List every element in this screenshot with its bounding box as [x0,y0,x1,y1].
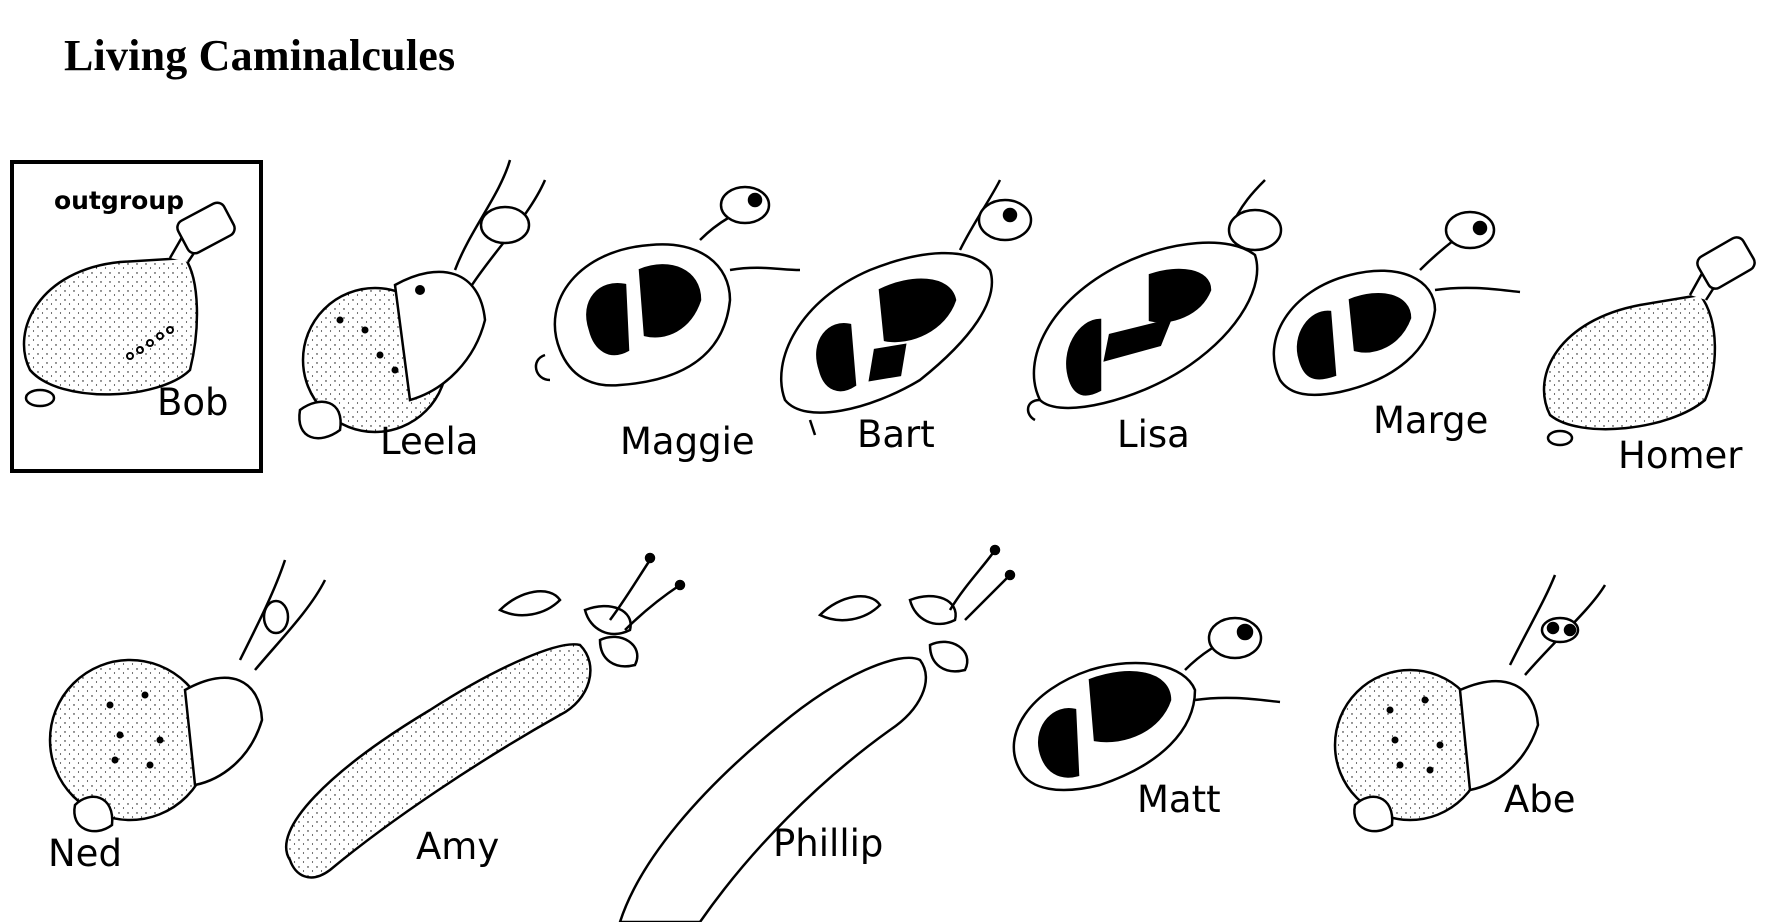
amy-drawing [284,552,686,879]
lisa-drawing [1026,179,1283,422]
abe-drawing [1333,574,1607,833]
marge-drawing [1272,210,1521,397]
figure-title: Living Caminalcules [64,31,456,80]
bob-drawing [22,201,236,408]
specimen-name-bob: Bob [157,381,229,424]
specimen-name-homer: Homer [1618,434,1743,477]
specimen-name-leela: Leela [380,420,479,463]
leela-drawing [298,159,547,440]
maggie-drawing [534,185,801,387]
specimen-name-ned: Ned [48,832,122,875]
specimen-name-bart: Bart [857,413,935,456]
specimen-name-phillip: Phillip [773,822,884,865]
specimen-name-maggie: Maggie [620,420,755,463]
specimen-name-lisa: Lisa [1117,413,1190,456]
ned-drawing [48,559,327,833]
homer-drawing [1542,236,1756,447]
bart-drawing [780,179,1033,436]
specimen-name-amy: Amy [416,825,500,868]
specimen-name-abe: Abe [1504,778,1576,821]
outgroup-box: outgroup [10,160,263,473]
specimen-name-matt: Matt [1137,778,1221,821]
specimen-name-marge: Marge [1373,399,1489,442]
matt-drawing [1012,616,1281,792]
phillip-drawing [618,544,1016,922]
outgroup-label: outgroup [54,186,185,215]
